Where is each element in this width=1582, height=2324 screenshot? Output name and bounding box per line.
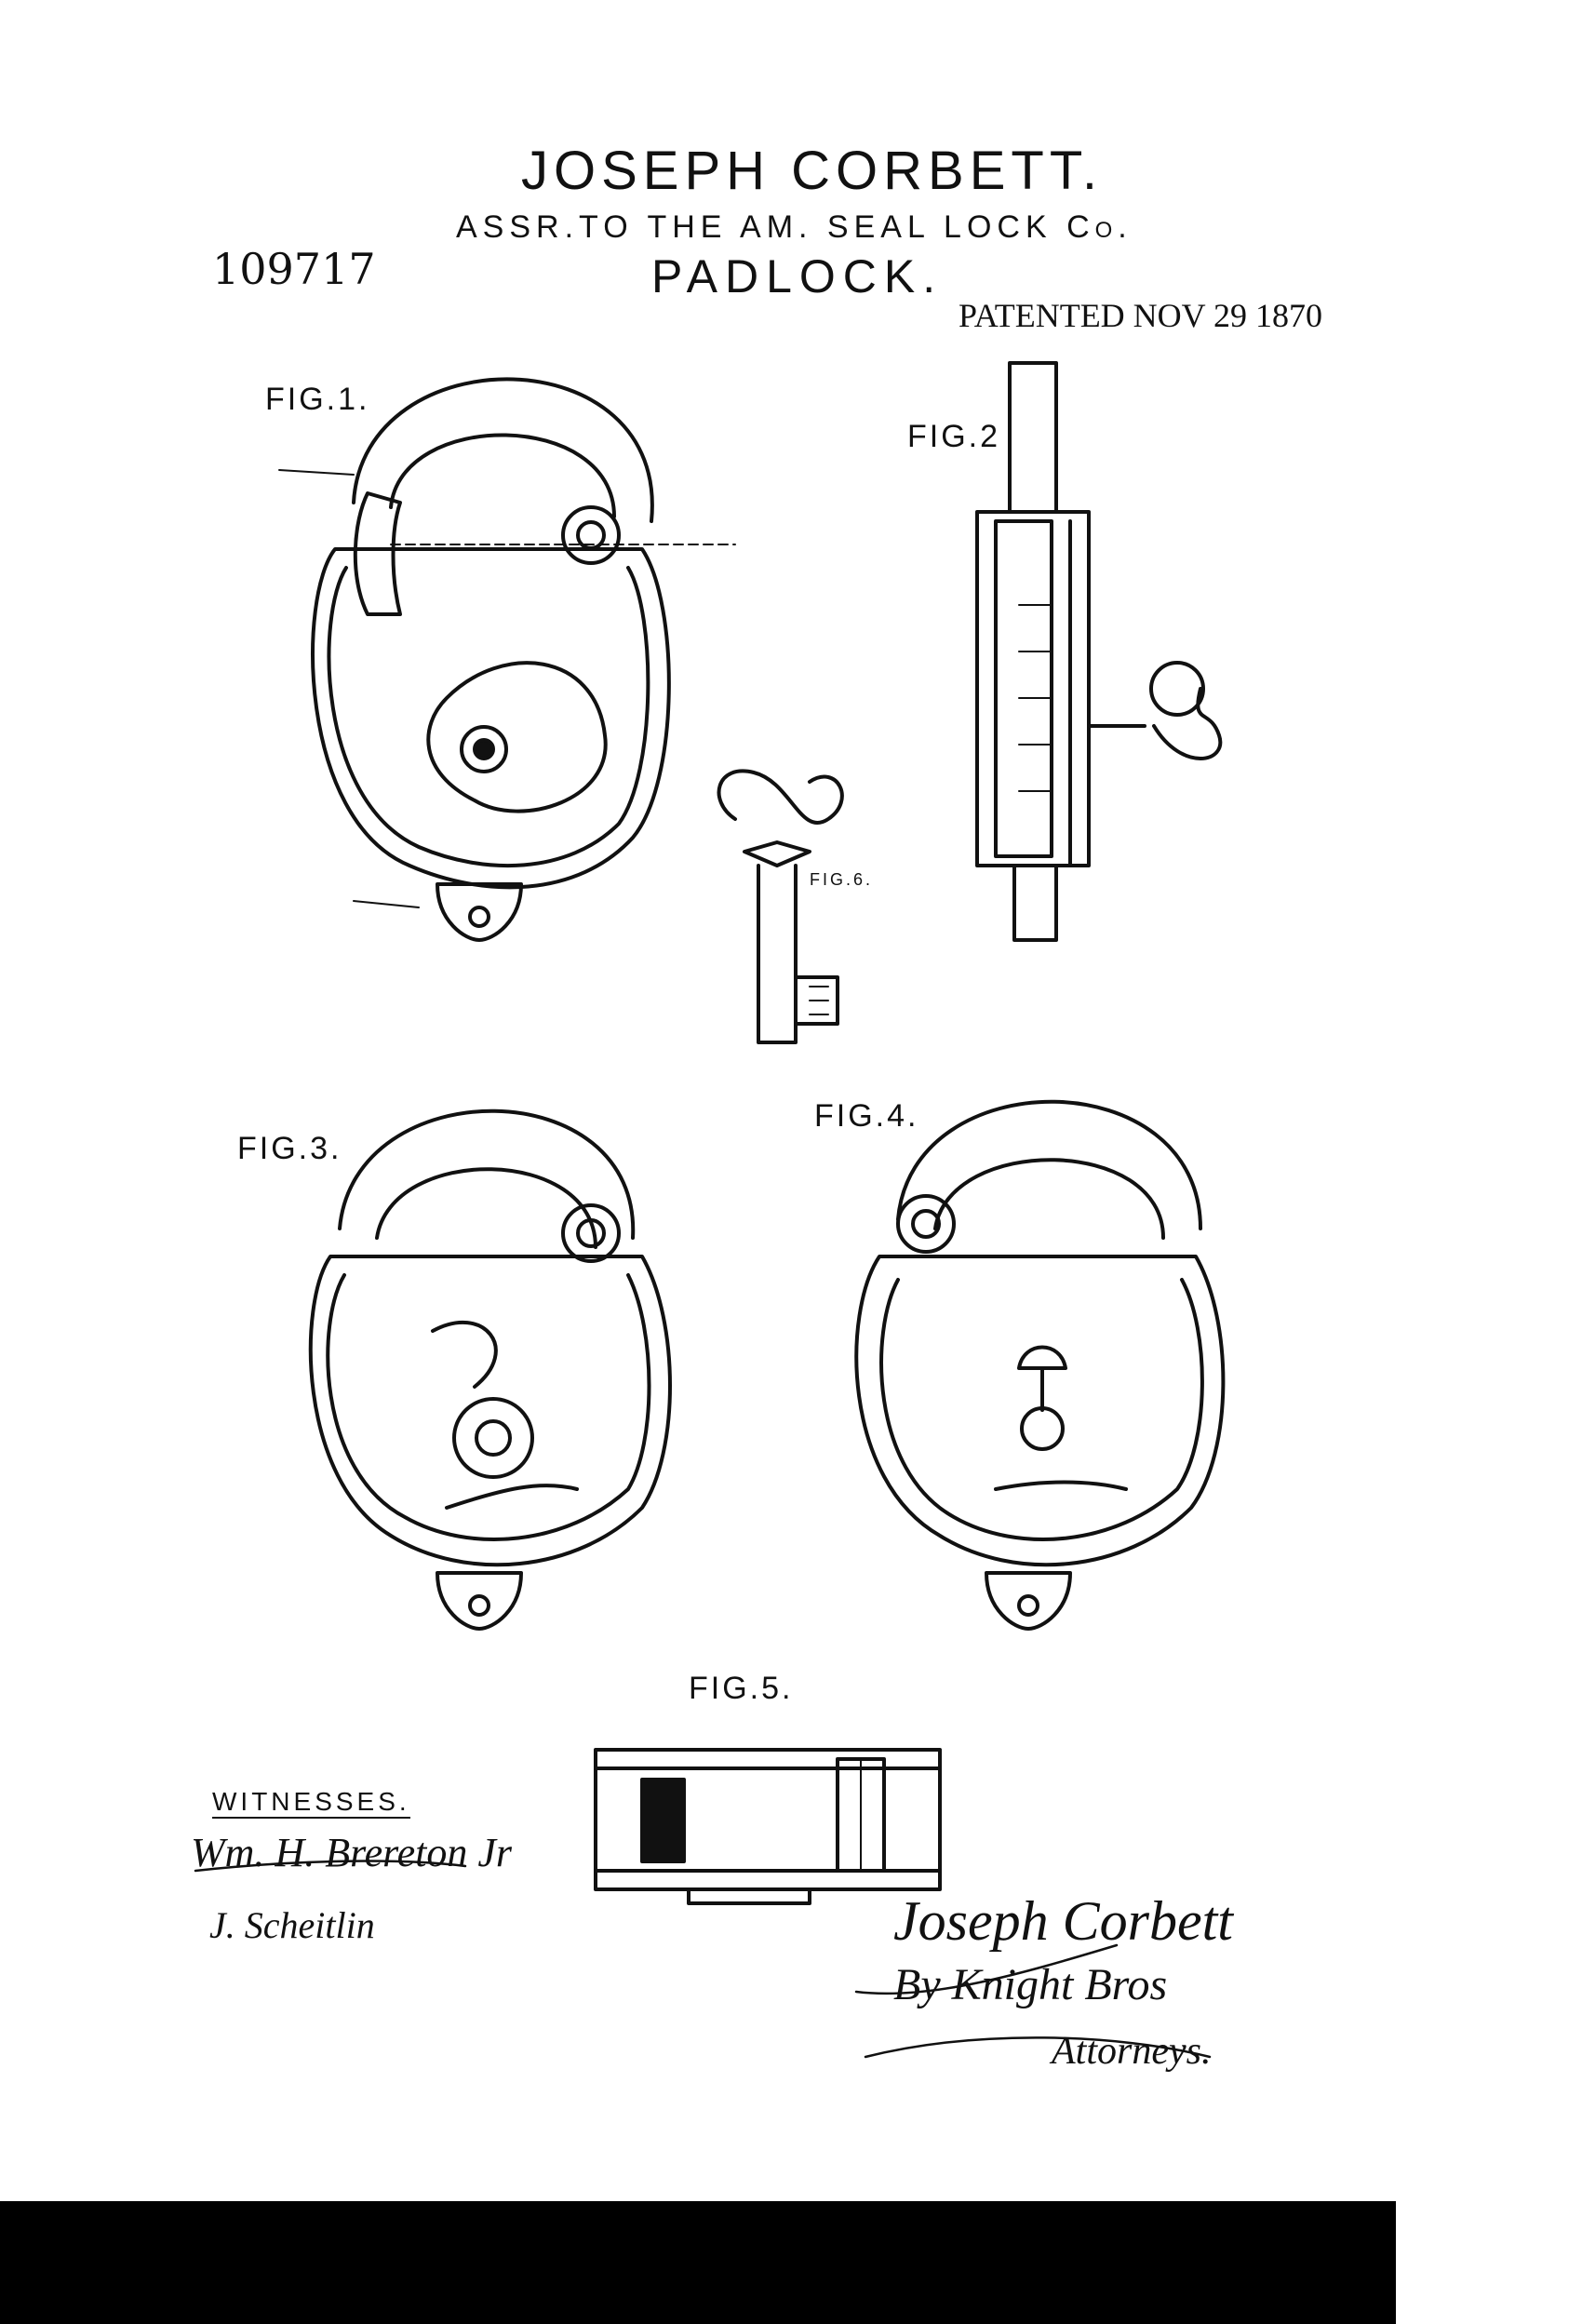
signature-flourishes	[194, 1860, 1212, 2059]
witnesses-title: WITNESSES.	[212, 1787, 410, 1819]
fig4-label: FIG.4.	[814, 1098, 919, 1134]
fig2-side-view-drawing	[975, 361, 1223, 942]
fig1-padlock-drawing	[278, 377, 736, 942]
fig3-padlock-drawing	[308, 1108, 672, 1631]
fig2-label: FIG.2	[907, 419, 1001, 454]
fig5-label: FIG.5.	[689, 1671, 794, 1706]
inventor-signature: Joseph Corbett	[893, 1890, 1233, 1952]
scan-border-bar	[0, 2201, 1396, 2324]
fig5-section-drawing	[594, 1748, 942, 1905]
fig3-label: FIG.3.	[237, 1131, 342, 1166]
witness-signature-2: J. Scheitlin	[209, 1904, 375, 1946]
fig6-key-drawing	[717, 769, 844, 1044]
fig6-label: FIG.6.	[810, 870, 874, 889]
assignee: ASSR.TO THE AM. SEAL LOCK Co.	[456, 209, 1133, 245]
attorney-role: Attorneys.	[1052, 2030, 1212, 2073]
fig1-label: FIG.1.	[265, 382, 370, 417]
witness-signature-1: Wm. H. Brereton Jr	[191, 1830, 512, 1875]
patent-number: 109717	[212, 244, 376, 294]
fig4-padlock-drawing	[854, 1099, 1226, 1631]
inventor-name: JOSEPH CORBETT.	[521, 141, 1103, 201]
attorney-signature: By Knight Bros	[893, 1960, 1168, 2009]
patent-date: PATENTED NOV 29 1870	[959, 297, 1323, 334]
invention-title: PADLOCK.	[651, 250, 944, 302]
